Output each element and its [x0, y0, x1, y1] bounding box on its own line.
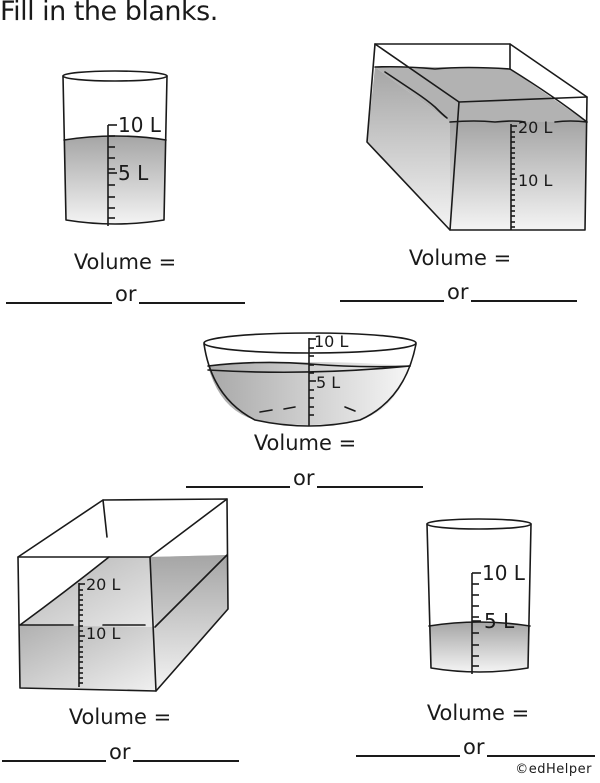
scale-ticks — [79, 583, 85, 684]
answer-row: or — [356, 735, 596, 759]
water-surface — [207, 361, 411, 368]
scale-ticks — [309, 338, 316, 416]
or-label: or — [109, 740, 131, 764]
answer-blank-2[interactable] — [317, 466, 424, 488]
volume-label: Volume = — [68, 705, 172, 729]
answer-row: or — [6, 282, 246, 306]
answer-blank-2[interactable] — [139, 282, 246, 304]
scale-label-top: 20 L — [518, 118, 552, 137]
answer-blank-1[interactable] — [2, 740, 106, 762]
answer-row: or — [340, 280, 578, 304]
copyright-notice: ©edHelper — [515, 762, 592, 777]
answer-blank-2[interactable] — [487, 735, 596, 757]
or-label: or — [115, 282, 137, 306]
scale-label-mid: 5 L — [118, 161, 149, 185]
scale-label-top: 10 L — [314, 332, 348, 351]
water-surface — [374, 65, 511, 70]
volume-label: Volume = — [408, 246, 512, 270]
instruction-heading: Fill in the blanks. — [0, 0, 218, 27]
volume-label: Volume = — [253, 431, 357, 455]
volume-label: Volume = — [426, 701, 530, 725]
scale-label-top: 10 L — [482, 561, 526, 585]
water-fill — [429, 622, 530, 672]
beaker-rim — [426, 518, 532, 530]
scale-ticks — [472, 572, 481, 667]
or-label: or — [293, 466, 315, 490]
scale-ticks — [108, 124, 117, 219]
answer-blank-1[interactable] — [356, 735, 460, 757]
problem-3-bowl: 10 L 5 L — [200, 330, 420, 430]
problem-2-box: 20 L 10 L — [365, 42, 595, 237]
bowl-body — [203, 343, 417, 427]
scale-label-mid: 10 L — [86, 624, 120, 643]
beaker-body — [62, 75, 168, 225]
answer-blank-1[interactable] — [340, 280, 444, 302]
scale-label-top: 20 L — [86, 575, 120, 594]
beaker-body — [426, 523, 532, 673]
problem-4-box: 20 L 10 L — [15, 497, 235, 692]
answer-blank-2[interactable] — [471, 280, 578, 302]
water-line — [449, 120, 526, 123]
scale-label-mid: 10 L — [518, 171, 552, 190]
water-surface — [19, 556, 110, 626]
bowl-rim — [203, 332, 417, 354]
scale-label-top: 10 L — [118, 113, 162, 137]
answer-blank-1[interactable] — [6, 282, 112, 304]
beaker-rim — [62, 70, 168, 82]
water-surface — [428, 621, 531, 627]
answer-row: or — [186, 466, 424, 490]
answer-blank-2[interactable] — [133, 740, 240, 762]
water-fill — [64, 136, 166, 224]
or-label: or — [463, 735, 485, 759]
answer-row: or — [2, 740, 240, 764]
volume-label: Volume = — [73, 250, 177, 274]
problem-5-beaker: 10 L 5 L — [424, 518, 544, 678]
scale-label-mid: 5 L — [484, 609, 515, 633]
scale-ticks — [511, 125, 517, 228]
scale-label-mid: 5 L — [316, 373, 340, 392]
problem-1-beaker: 10 L 5 L — [60, 70, 180, 230]
or-label: or — [447, 280, 469, 304]
answer-blank-1[interactable] — [186, 466, 290, 488]
